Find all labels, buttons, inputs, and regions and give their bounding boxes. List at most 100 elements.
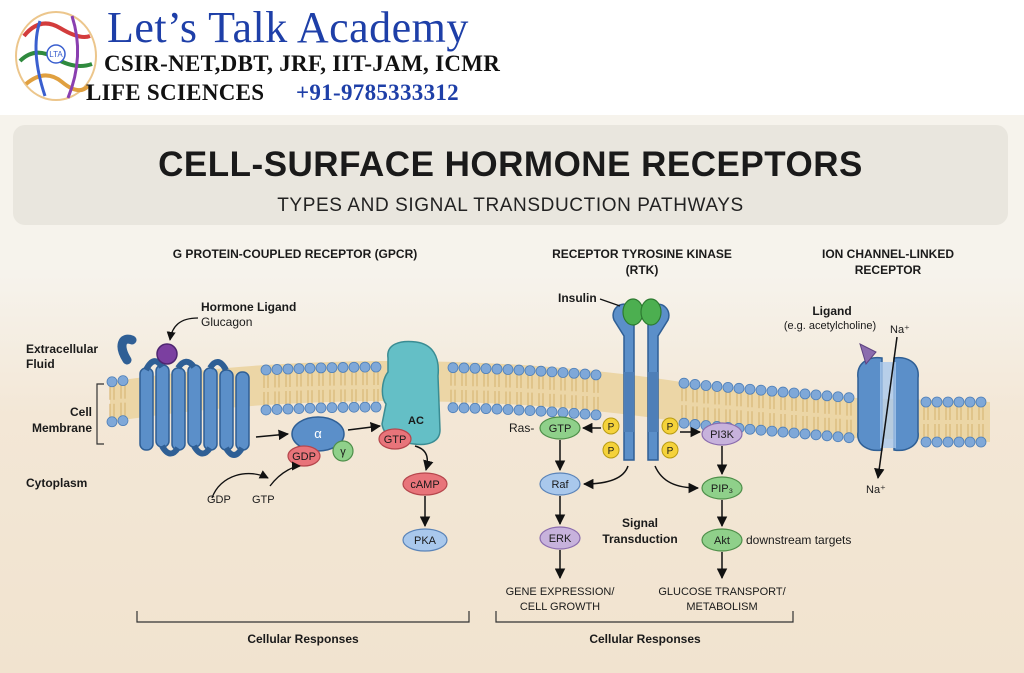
lipid-head (931, 436, 943, 448)
lipid-head (326, 402, 338, 414)
downstream-targets-label: downstream targets (746, 533, 851, 547)
lipid-head (953, 396, 965, 408)
header-banner: LTA Let’s Talk Academy CSIR-NET,DBT, JRF… (0, 0, 1024, 115)
lipid-tails-inner (109, 389, 984, 438)
lipid-head (755, 384, 767, 396)
rtk-responses-bracket (495, 611, 794, 623)
pi3k-label: PI3K (710, 429, 735, 441)
glucagon-ligand-icon (156, 343, 178, 365)
rtk-heading-line2: (RTK) (626, 263, 659, 277)
logo-text: LTA (49, 50, 63, 59)
g-alpha-label: α (314, 426, 322, 441)
lipid-head (546, 366, 558, 378)
phospho-p-label: P (667, 422, 674, 433)
lipid-head (513, 404, 525, 416)
na-top-label: Na⁺ (890, 324, 910, 336)
lipid-head (535, 405, 547, 417)
lipid-head (920, 396, 932, 408)
lipid-head (964, 436, 976, 448)
lipid-head (458, 362, 470, 374)
lipid-head (744, 383, 756, 395)
lipid-head (535, 365, 547, 377)
hormone-ligand-label: Hormone Ligand (201, 300, 296, 314)
lipid-head (260, 364, 272, 376)
lipid-head (491, 363, 503, 375)
ion-heading-line1: ION CHANNEL-LINKED (822, 247, 954, 261)
lipid-head (370, 401, 382, 413)
signal-label: Signal (622, 516, 658, 530)
lipid-head (821, 430, 833, 442)
insulin-pointer (599, 298, 621, 307)
lipid-head (579, 368, 591, 380)
raf-node (539, 472, 581, 496)
lipid-tails-outer (109, 371, 984, 420)
lipid-head (678, 417, 690, 429)
insulin-icon-left (622, 298, 644, 326)
lipid-head (678, 377, 690, 389)
ac-label: AC (408, 415, 424, 427)
lipid-head (271, 364, 283, 375)
lipid-head (348, 361, 360, 373)
lipid-head (282, 363, 294, 375)
phospho-p-label: P (608, 422, 615, 433)
lipid-head (502, 364, 514, 375)
lipid-head (370, 361, 382, 373)
lipid-head (733, 382, 745, 394)
lipid-head (953, 436, 965, 448)
lipid-head (447, 402, 459, 414)
lipid-head (546, 406, 558, 418)
phospho-p-node (661, 441, 679, 459)
ion-heading-line2: RECEPTOR (855, 263, 922, 277)
gpcr-responses-bracket (136, 611, 470, 623)
lipid-head (271, 404, 283, 415)
lipid-head (469, 402, 481, 414)
gpcr-heading: G PROTEIN-COUPLED RECEPTOR (GPCR) (173, 247, 417, 261)
camp-label: cAMP (410, 479, 439, 491)
brand-subject: LIFE SCIENCES (86, 80, 265, 105)
phospho-p-node (661, 417, 679, 435)
erk-label: ERK (549, 533, 572, 545)
arrow-gtp-exchange (269, 461, 301, 487)
lipid-head (106, 416, 118, 428)
lipid-head (843, 392, 855, 404)
lipid-head (843, 432, 855, 444)
glucose-transport-label: GLUCOSE TRANSPORT/ (658, 586, 786, 598)
lipid-head (788, 387, 800, 399)
arrow-ligand-label (166, 317, 199, 341)
title-box: CELL-SURFACE HORMONE RECEPTORS TYPES AND… (13, 125, 1008, 225)
gdp-node (287, 445, 321, 467)
phospho-p-node (602, 441, 620, 459)
arrow-g-to-ac (347, 421, 382, 433)
lipid-head (700, 380, 712, 391)
label-extracellular: Extracellular (26, 342, 98, 356)
lipid-head (359, 361, 371, 373)
erk-node (539, 526, 581, 550)
lipid-head (832, 431, 844, 443)
gpcr-responses-label: Cellular Responses (247, 632, 359, 646)
lipid-head (359, 401, 371, 413)
arrow-rtk-to-raf (582, 465, 629, 490)
cell-growth-label: CELL GROWTH (520, 601, 600, 613)
lipid-head (568, 407, 580, 419)
lipid-head (766, 385, 778, 397)
lipid-head (557, 407, 569, 418)
ras-gtp-label: GTP (549, 423, 572, 435)
pi3k-node (701, 422, 743, 446)
lipid-heads-inner (106, 401, 987, 448)
lipid-head (711, 381, 723, 392)
lipid-head (689, 419, 701, 430)
label-cell: Cell (70, 405, 92, 419)
brand-exams: CSIR-NET,DBT, JRF, IIT-JAM, ICMR (104, 51, 501, 76)
camp-node (402, 472, 448, 496)
glucagon-label: Glucagon (201, 315, 252, 329)
acetylcholine-ligand-icon (859, 343, 877, 366)
lipid-head (304, 402, 316, 414)
lipid-head (722, 381, 734, 393)
ac-gtp-label: GTP (384, 434, 407, 446)
lipid-head (568, 367, 580, 379)
lipid-head (326, 362, 338, 374)
lipid-head (315, 402, 327, 414)
pip3-label: PIP₃ (711, 483, 733, 495)
lipid-head (480, 403, 492, 415)
